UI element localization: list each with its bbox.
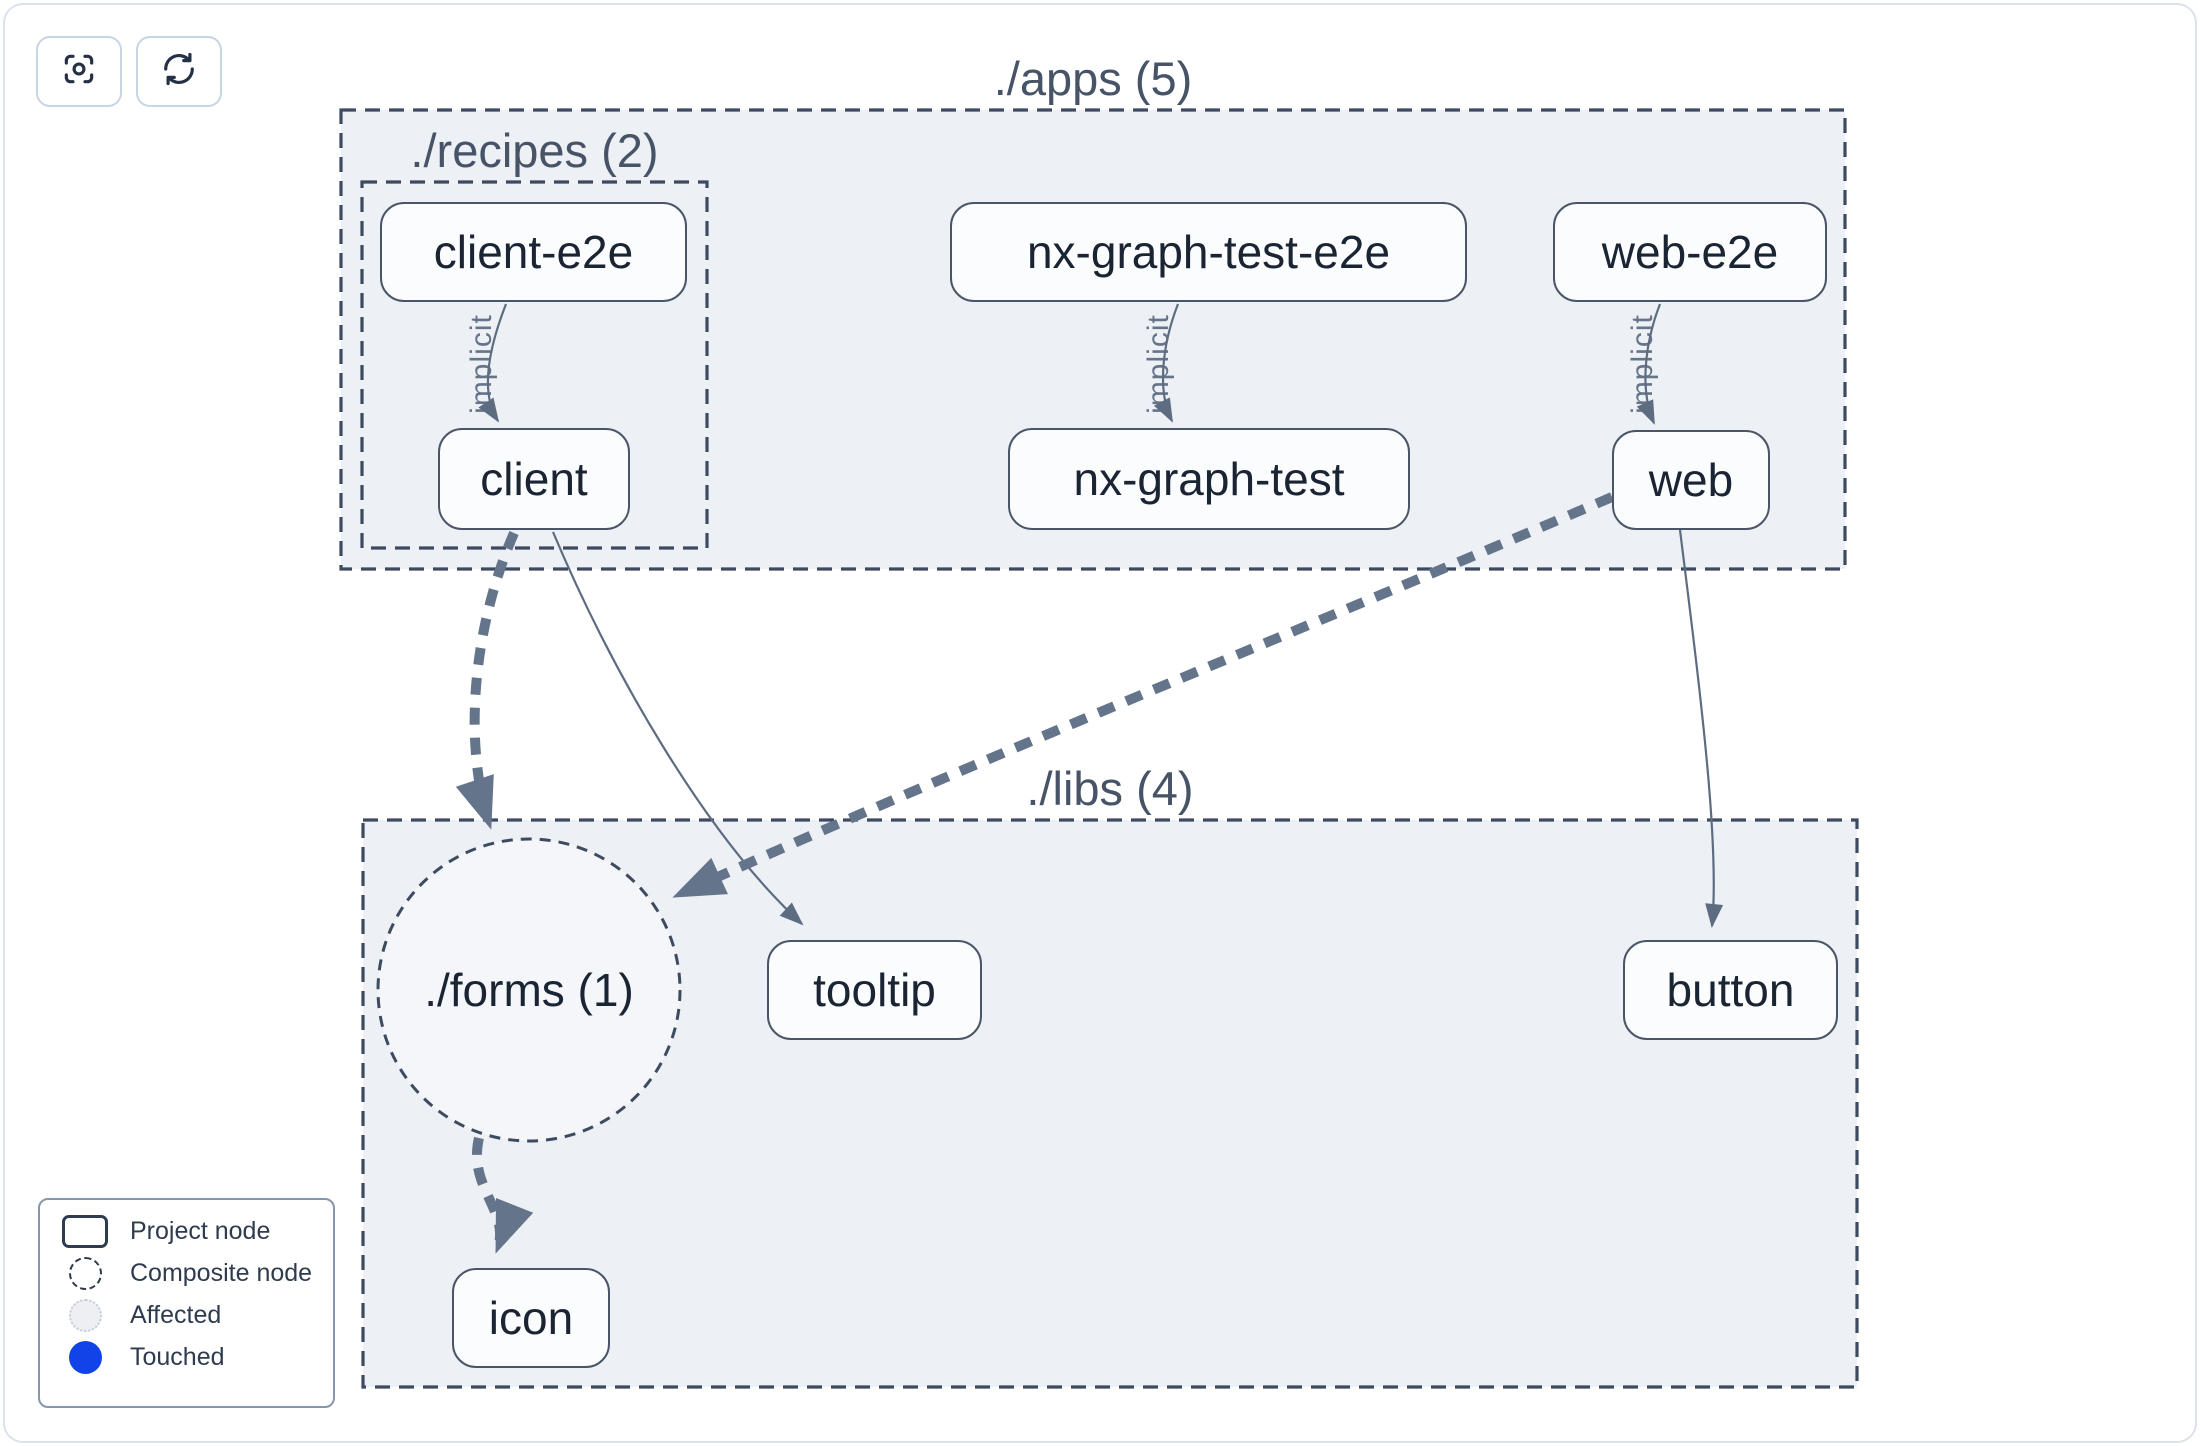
- center-graph-button[interactable]: [36, 36, 122, 107]
- group-label-apps: ./apps (5): [993, 52, 1193, 105]
- edge-nx-graph-test-e2e-to-nx-graph-test: [1153, 303, 1180, 423]
- composite-node-forms[interactable]: [376, 837, 682, 1143]
- node-icon[interactable]: icon: [452, 1268, 610, 1368]
- legend-label: Affected: [130, 1300, 222, 1329]
- node-tooltip[interactable]: tooltip: [767, 940, 982, 1040]
- node-web[interactable]: web: [1612, 430, 1770, 530]
- legend-label: Touched: [130, 1342, 225, 1371]
- refresh-graph-button[interactable]: [136, 36, 222, 107]
- affected-swatch: [68, 1298, 102, 1332]
- composite-node-swatch: [68, 1256, 102, 1290]
- edge-label-implicit-1: implicit: [465, 314, 498, 414]
- node-client[interactable]: client: [438, 428, 630, 530]
- legend-item-project-node: Project node: [40, 1210, 333, 1252]
- node-nx-graph-test-e2e[interactable]: nx-graph-test-e2e: [950, 202, 1467, 302]
- node-nx-graph-test[interactable]: nx-graph-test: [1008, 428, 1410, 530]
- scan-focus-icon: [60, 50, 98, 93]
- edge-web-to-button: [1678, 529, 1724, 928]
- legend-item-affected: Affected: [40, 1294, 333, 1336]
- legend-item-touched: Touched: [40, 1336, 333, 1378]
- edge-label-implicit-3: implicit: [1626, 314, 1659, 414]
- node-button[interactable]: button: [1623, 940, 1838, 1040]
- edge-web-e2e-to-web: [1636, 303, 1662, 425]
- touched-swatch: [68, 1340, 102, 1374]
- edge-client-to-forms: [455, 531, 519, 830]
- composite-node-forms-label[interactable]: ./forms (1): [424, 964, 634, 1016]
- legend: Project node Composite node Affected Tou…: [38, 1198, 335, 1408]
- refresh-icon: [160, 50, 198, 93]
- edge-web-to-forms: [672, 492, 1614, 901]
- group-label-recipes: ./recipes (2): [410, 124, 659, 177]
- group-label-libs: ./libs (4): [1026, 762, 1194, 815]
- node-client-e2e[interactable]: client-e2e: [380, 202, 687, 302]
- edge-forms-to-icon: [472, 1136, 534, 1254]
- legend-label: Project node: [130, 1216, 271, 1245]
- edge-client-e2e-to-client: [478, 303, 508, 423]
- project-node-swatch: [62, 1214, 108, 1248]
- node-web-e2e[interactable]: web-e2e: [1553, 202, 1827, 302]
- legend-label: Composite node: [130, 1258, 313, 1287]
- legend-item-composite-node: Composite node: [40, 1252, 333, 1294]
- edge-client-to-tooltip: [551, 531, 804, 926]
